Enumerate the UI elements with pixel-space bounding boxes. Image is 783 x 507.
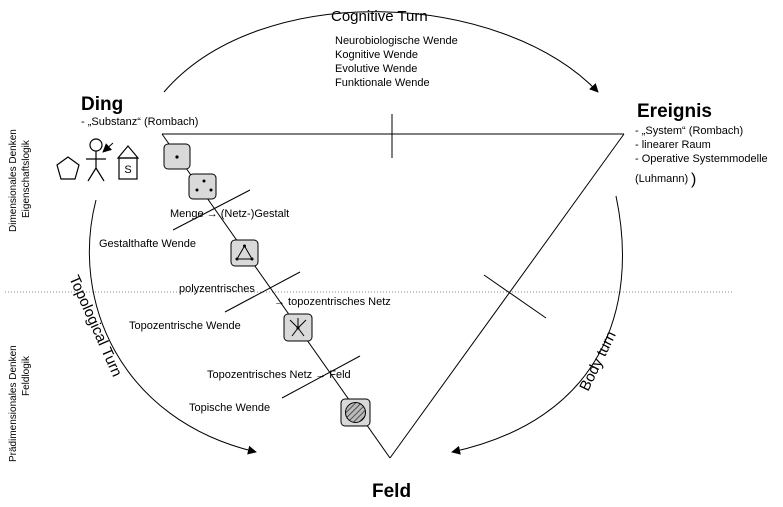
topological-turn-arrow: [88, 199, 257, 455]
tick-left-3: [281, 355, 361, 399]
label-menge: Menge → (Netz-)Gestalt: [170, 208, 289, 220]
cognitive-item-3: Evolutive Wende: [335, 63, 417, 75]
side-lower-2: Feldlogik: [21, 355, 32, 396]
label-topozentrische-wende: Topozentrische Wende: [129, 320, 241, 332]
tick-left-1: [172, 189, 251, 231]
ereignis-note-paren: ): [691, 171, 696, 188]
label-topische-wende: Topische Wende: [189, 402, 270, 414]
ereignis-note-3: - Operative Systemmodelle: [635, 153, 768, 165]
tick-right: [483, 274, 547, 319]
ereignis-note-2: - linearer Raum: [635, 139, 711, 151]
ereignis-note-4: (Luhmann): [635, 173, 688, 185]
label-polyzentrisches: polyzentrisches: [179, 283, 255, 295]
body-turn-label: Body turn: [576, 329, 619, 394]
house-letter: S: [124, 164, 131, 176]
ding-title: Ding: [81, 94, 123, 115]
stage-box-set: [188, 173, 217, 200]
triangle-right-edge: [389, 133, 625, 459]
pointing-arrow-icon: [102, 142, 114, 153]
cognitive-turn-label: Cognitive Turn: [331, 8, 428, 25]
cognitive-item-4: Funktionale Wende: [335, 77, 430, 89]
house-icon: S: [116, 145, 140, 180]
side-lower-1: Prädimensionales Denken: [8, 345, 19, 462]
label-topozentrisches-netz: → topozentrisches Netz: [274, 296, 391, 308]
cognitive-item-2: Kognitive Wende: [335, 49, 418, 61]
person-icon: [86, 138, 106, 182]
topological-turn-label: Topological Turn: [65, 273, 125, 380]
label-gestalthafte: Gestalthafte Wende: [99, 238, 196, 250]
feld-title: Feld: [372, 481, 411, 502]
side-upper-2: Eigenschaftslogik: [21, 139, 32, 218]
stage-box-topocentric-net: [283, 313, 313, 342]
ereignis-title: Ereignis: [637, 101, 712, 122]
tick-left-2: [224, 271, 301, 313]
body-turn-arrow: [451, 195, 623, 455]
cognitive-item-1: Neurobiologische Wende: [335, 35, 458, 47]
ding-note: - „Substanz“ (Rombach): [81, 116, 198, 128]
pentagon-icon: [56, 156, 80, 180]
stage-box-field: [340, 398, 371, 427]
stage-box-point: [163, 143, 191, 170]
ereignis-note-1: - „System“ (Rombach): [635, 125, 743, 137]
label-netz-feld: Topozentrisches Netz → Feld: [207, 369, 351, 381]
side-upper-1: Dimensionales Denken: [8, 129, 19, 232]
cognitive-turn-arrow: [163, 11, 599, 93]
stage-box-gestalt: [230, 239, 259, 267]
